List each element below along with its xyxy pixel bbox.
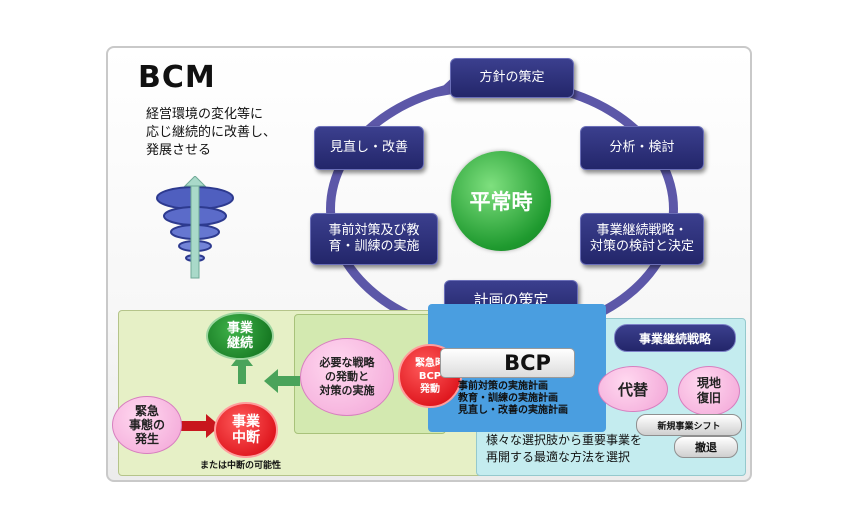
interruption-note: または中断の可能性 <box>200 461 282 471</box>
arrow-to-interruption <box>180 414 220 438</box>
strategy-caption: 様々な選択肢から重要事業を 再開する最適な方法を選択 <box>486 432 642 466</box>
strategy-caption-line: 様々な選択肢から重要事業を <box>486 433 643 447</box>
bcp-items: 事前対策の実施計画 教育・訓練の実施計画 見直し・改善の実施計画 <box>458 381 568 417</box>
step-policy-label: 方針の策定 <box>479 70 545 85</box>
spiral-growth-icon <box>156 176 234 279</box>
diagram-title: BCM <box>138 60 216 95</box>
bcp-item: 事前対策の実施計画 <box>458 381 548 392</box>
bcp-item: 教育・訓練の実施計画 <box>458 393 558 404</box>
option-onsite-recovery: 現地 復旧 <box>678 366 740 416</box>
step-strategy-decision: 事業継続戦略・ 対策の検討と決定 <box>580 213 704 265</box>
business-continuation: 事業 継続 <box>206 312 274 360</box>
strategy-caption-line: 再開する最適な方法を選択 <box>486 450 631 464</box>
step-analysis-label: 分析・検討 <box>609 140 675 155</box>
strategy-action: 必要な戦略 の発動と 対策の実施 <box>300 338 394 416</box>
arrow-to-continuation <box>231 352 253 384</box>
step-preparation-training: 事前対策及び教 育・訓練の実施 <box>310 213 438 265</box>
step-review-improve: 見直し・改善 <box>314 126 424 170</box>
bcp-label: BCP <box>440 348 575 378</box>
emergency-occurrence: 緊急 事態の 発生 <box>112 396 182 454</box>
description-line: 応じ継続的に改善し、 <box>146 125 277 140</box>
bcm-diagram-frame: BCM 経営環境の変化等に 応じ継続的に改善し、 発展させる 平常時 方針の策定… <box>106 46 752 482</box>
step-preparation-training-label: 事前対策及び教 育・訓練の実施 <box>328 223 420 254</box>
option-substitute: 代替 <box>598 366 668 412</box>
step-strategy-decision-label: 事業継続戦略・ 対策の検討と決定 <box>589 223 694 254</box>
option-withdrawal: 撤退 <box>674 436 738 458</box>
step-review-improve-label: 見直し・改善 <box>329 140 408 155</box>
description-line: 発展させる <box>146 143 212 158</box>
strategy-title: 事業継続戦略 <box>614 324 736 352</box>
step-policy: 方針の策定 <box>450 58 574 98</box>
bcm-description: 経営環境の変化等に 応じ継続的に改善し、 発展させる <box>146 106 276 160</box>
flow-arrows <box>180 352 300 438</box>
description-line: 経営環境の変化等に <box>146 107 264 122</box>
bcp-item: 見直し・改善の実施計画 <box>458 405 568 416</box>
normal-times-center: 平常時 <box>451 151 551 251</box>
option-new-business-shift: 新規事業シフト <box>636 414 742 436</box>
arrow-from-strategy-action <box>264 369 300 393</box>
business-interruption: 事業 中断 <box>214 402 278 458</box>
step-analysis: 分析・検討 <box>580 126 704 170</box>
